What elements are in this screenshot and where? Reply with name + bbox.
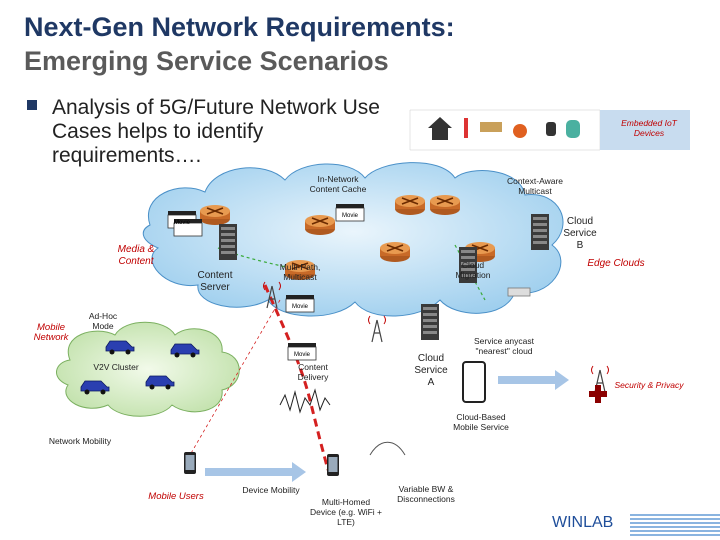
router-icon bbox=[429, 194, 461, 216]
cell-tower-icon bbox=[367, 315, 387, 343]
bullet-text: Analysis of 5G/Future Network Use Cases … bbox=[52, 96, 380, 167]
label-content-delivery: Content Delivery bbox=[297, 362, 329, 382]
label-cloud-migration: Cloud Migration bbox=[455, 260, 491, 280]
label-multi-homed: Multi-Homed Device (e.g. WiFi + LTE) bbox=[309, 497, 383, 527]
smartphone-icon bbox=[462, 361, 486, 403]
title-line-1: Next-Gen Network Requirements: bbox=[24, 12, 455, 42]
sensor-icon bbox=[513, 124, 527, 138]
movie-label: Movie bbox=[292, 304, 309, 310]
title-line-2: Emerging Service Scenarios bbox=[24, 46, 389, 76]
label-edge-clouds: Edge Clouds bbox=[587, 258, 645, 269]
label-adhoc-mode: Ad-Hoc Mode bbox=[88, 311, 118, 331]
signal-waveform bbox=[279, 388, 331, 414]
router-icon bbox=[379, 241, 411, 263]
winlab-stripes bbox=[630, 514, 720, 536]
iot-arrow bbox=[600, 110, 690, 150]
movie-label: Movie bbox=[174, 220, 191, 226]
router-icon bbox=[199, 204, 231, 226]
label-security-privacy: Security & Privacy bbox=[614, 380, 684, 390]
label-context-aware: Context-Aware Multicast bbox=[506, 176, 564, 196]
watch-icon bbox=[546, 122, 556, 136]
wristband-icon bbox=[566, 120, 580, 138]
label-device-mobility: Device Mobility bbox=[242, 485, 300, 495]
label-cloud-based-mobile: Cloud-Based Mobile Service bbox=[453, 412, 509, 432]
content-server-icon bbox=[219, 224, 237, 260]
arrow-device-mobility bbox=[205, 462, 306, 482]
router-icon bbox=[394, 194, 426, 216]
phone-icon bbox=[327, 454, 339, 476]
bullet-marker bbox=[27, 100, 37, 110]
cloud-server-a-icon bbox=[421, 304, 439, 340]
v2v-cloud bbox=[56, 321, 240, 417]
label-content-server: Content Server bbox=[197, 270, 233, 293]
label-cloud-service-b: Cloud Service B bbox=[563, 216, 597, 251]
arrow-cloud-service bbox=[498, 370, 569, 390]
label-embedded-iot: Embedded IoT Devices bbox=[621, 118, 677, 138]
house-icon bbox=[428, 117, 452, 140]
thermometer-icon bbox=[464, 118, 468, 138]
router-icon bbox=[304, 214, 336, 236]
label-multipath: Multi-Path, Multicast bbox=[279, 262, 321, 282]
label-service-anycast: Service anycast "nearest" cloud bbox=[474, 336, 534, 356]
movie-label: Movie bbox=[294, 352, 311, 358]
slide-title: Next-Gen Network Requirements: Emerging … bbox=[24, 10, 455, 78]
movie-label: Movie bbox=[342, 213, 359, 219]
winlab-logo: WINLAB bbox=[552, 514, 614, 531]
meter-icon bbox=[480, 122, 502, 132]
wifi-router-icon bbox=[507, 287, 531, 297]
cloud-server-b-icon bbox=[531, 214, 549, 250]
security-plus-icon bbox=[589, 385, 607, 403]
label-v2v-cluster: V2V Cluster bbox=[93, 362, 139, 372]
label-network-mobility: Network Mobility bbox=[48, 436, 112, 446]
label-cloud-service-a: Cloud Service A bbox=[414, 353, 448, 388]
label-mobile-users: Mobile Users bbox=[148, 491, 204, 502]
label-media-content: Media & Content bbox=[117, 244, 155, 267]
label-mobile-network: Mobile Network bbox=[33, 322, 69, 343]
phone-icon bbox=[184, 452, 196, 474]
label-variable-bw: Variable BW & Disconnections bbox=[397, 484, 455, 504]
label-in-network-cache: In-Network Content Cache bbox=[309, 174, 367, 194]
bandwidth-waveform bbox=[369, 441, 406, 456]
